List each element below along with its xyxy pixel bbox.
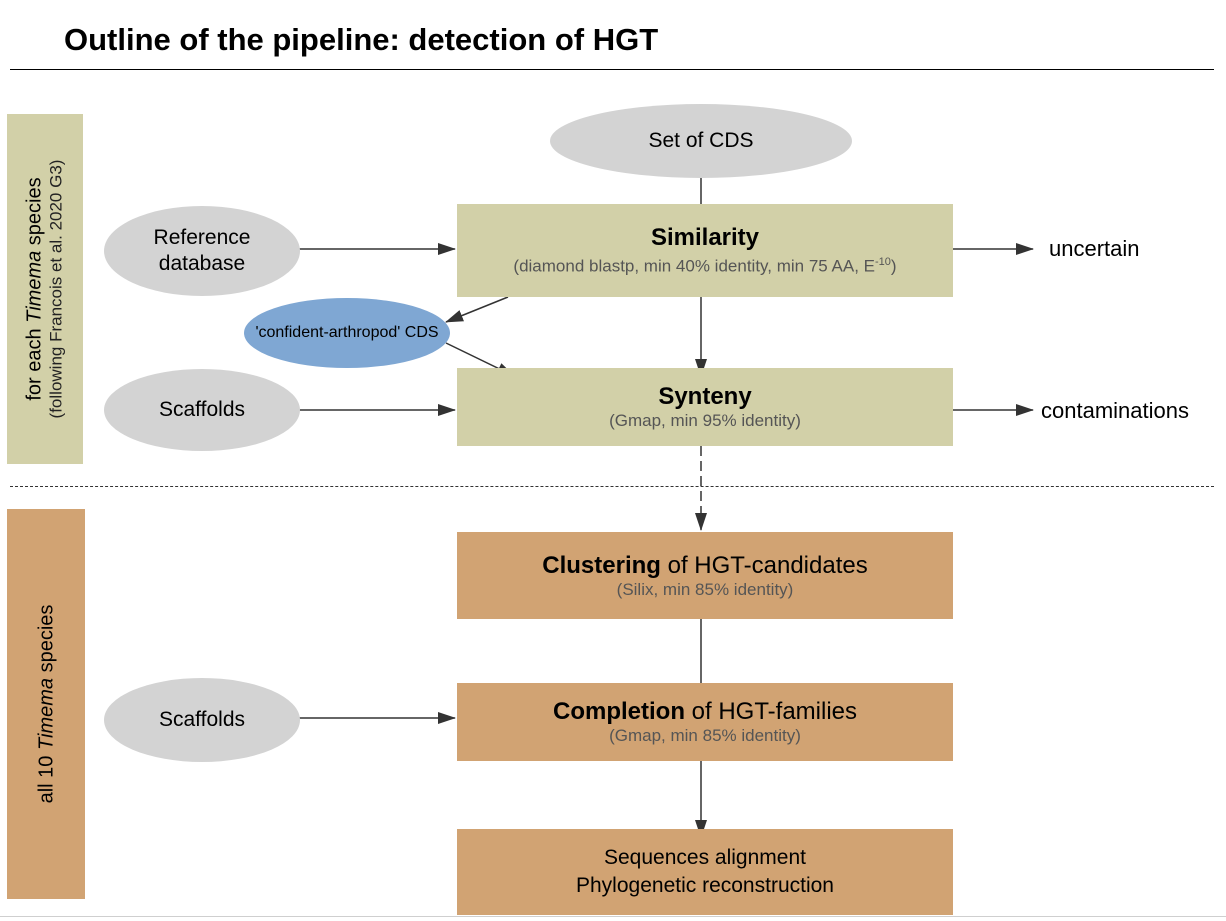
uncertain-output: uncertain bbox=[1049, 236, 1140, 261]
clustering-title: Clustering of HGT-candidates bbox=[542, 551, 868, 579]
clustering-step: Clustering of HGT-candidates (Silix, min… bbox=[457, 532, 953, 619]
alignment-label: Sequences alignment bbox=[604, 846, 806, 869]
bottom-border bbox=[0, 916, 1226, 917]
synteny-params: (Gmap, min 95% identity) bbox=[609, 411, 801, 430]
scaffolds-node-2: Scaffolds bbox=[104, 678, 300, 762]
similarity-step: Similarity (diamond blastp, min 40% iden… bbox=[457, 204, 953, 297]
title-divider bbox=[10, 69, 1214, 70]
page-title: Outline of the pipeline: detection of HG… bbox=[64, 22, 659, 57]
set-of-cds-node: Set of CDS bbox=[550, 104, 852, 178]
similarity-params: (diamond blastp, min 40% identity, min 7… bbox=[513, 256, 897, 276]
alignment-phylogeny-step: Sequences alignment Phylogenetic reconst… bbox=[457, 829, 953, 915]
completion-step: Completion of HGT-families (Gmap, min 85… bbox=[457, 683, 953, 761]
completion-title: Completion of HGT-families bbox=[552, 698, 858, 725]
contaminations-output: contaminations bbox=[1041, 398, 1189, 423]
side-label-per-species: for each Timema species (following Franc… bbox=[7, 114, 83, 464]
side-label-all-species: all 10 Timema species bbox=[7, 509, 85, 899]
confident-arthropod-node: 'confident-arthropod' CDS bbox=[244, 298, 450, 368]
clustering-params: (Silix, min 85% identity) bbox=[616, 579, 794, 599]
arrow-similarity-to-confident bbox=[445, 296, 509, 323]
section-divider bbox=[10, 486, 1214, 487]
phylogeny-label: Phylogenetic reconstruction bbox=[576, 874, 834, 897]
completion-params: (Gmap, min 85% identity) bbox=[609, 726, 801, 745]
scaffolds-node-1: Scaffolds bbox=[104, 369, 300, 451]
synteny-title: Synteny bbox=[658, 383, 752, 410]
reference-database-node: Reference database bbox=[104, 206, 300, 296]
synteny-step: Synteny (Gmap, min 95% identity) bbox=[457, 368, 953, 446]
similarity-title: Similarity bbox=[650, 224, 760, 252]
